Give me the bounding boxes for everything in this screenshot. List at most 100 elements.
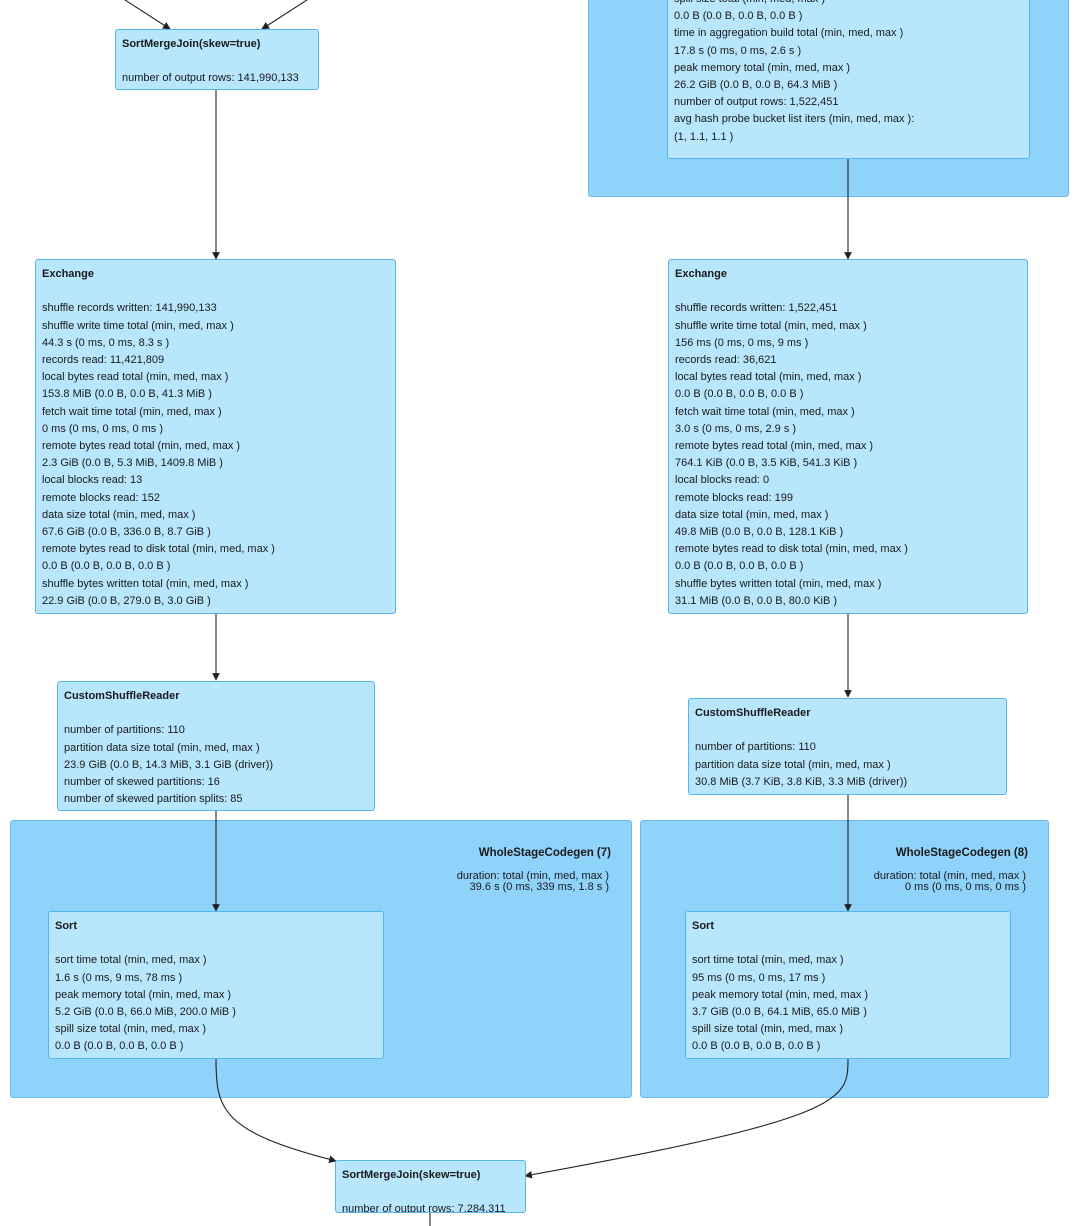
node-customshufflereader-right[interactable]: CustomShuffleReader number of partitions… bbox=[688, 698, 1007, 795]
cluster-title: WholeStageCodegen (7) bbox=[478, 847, 611, 859]
metric-line: partition data size total (min, med, max… bbox=[695, 758, 891, 771]
metric-line: peak memory total (min, med, max ) bbox=[692, 988, 869, 1001]
node-metrics: sort time total (min, med, max ) 95 ms (… bbox=[692, 952, 1004, 1055]
metric-line: time in aggregation build total (min, me… bbox=[674, 27, 904, 40]
metric-line: number of output rows: 1,522,451 bbox=[674, 96, 839, 109]
metric-line: data size total (min, med, max ) bbox=[675, 508, 829, 521]
metric-line: partition data size total (min, med, max… bbox=[64, 741, 260, 754]
node-exchange-right[interactable]: Exchange shuffle records written: 1,522,… bbox=[668, 259, 1028, 614]
metric-line: sort time total (min, med, max ) bbox=[55, 954, 207, 967]
metric-line: peak memory total (min, med, max ) bbox=[55, 988, 232, 1001]
node-metrics: number of partitions: 110 partition data… bbox=[695, 739, 1000, 791]
metric-line: 0.0 B (0.0 B, 0.0 B, 0.0 B ) bbox=[42, 560, 171, 573]
metric-line: records read: 11,421,809 bbox=[42, 354, 165, 366]
metric-line: shuffle records written: 1,522,451 bbox=[675, 302, 838, 315]
metric-line: spill size total (min, med, max ) bbox=[674, 0, 1023, 8]
metric-line: remote blocks read: 199 bbox=[675, 491, 794, 504]
metric-line: 3.0 s (0 ms, 0 ms, 2.9 s ) bbox=[675, 422, 797, 435]
node-title: CustomShuffleReader bbox=[64, 690, 180, 702]
node-title: Exchange bbox=[42, 268, 94, 280]
metric-line: shuffle write time total (min, med, max … bbox=[675, 319, 867, 332]
metric-line: data size total (min, med, max ) bbox=[42, 508, 196, 521]
metric-line: 0.0 B (0.0 B, 0.0 B, 0.0 B ) bbox=[692, 1040, 821, 1053]
metric-line: 30.8 MiB (3.7 KiB, 3.8 KiB, 3.3 MiB (dri… bbox=[695, 775, 908, 788]
metric-line: sort time total (min, med, max ) bbox=[692, 954, 844, 967]
metric-line: local bytes read total (min, med, max ) bbox=[675, 371, 862, 384]
metric-line: number of skewed partitions: 16 bbox=[64, 776, 220, 788]
metric-line: remote bytes read to disk total (min, me… bbox=[675, 543, 908, 556]
edge-in-left-to-smj-top bbox=[124, 0, 171, 30]
metric-line: local bytes read total (min, med, max ) bbox=[42, 371, 229, 384]
metric-line: number of output rows: 141,990,133 bbox=[122, 72, 299, 85]
metric-line: 1.6 s (0 ms, 9 ms, 78 ms ) bbox=[55, 971, 183, 984]
edge-smj-bottom-to-sort-right bbox=[524, 1058, 849, 1179]
metric-line: number of output rows: 7,284,311 bbox=[342, 1203, 506, 1213]
metric-line: shuffle write time total (min, med, max … bbox=[42, 319, 234, 332]
node-sort-left[interactable]: Sort sort time total (min, med, max ) 1.… bbox=[48, 911, 384, 1059]
metric-line: 0.0 B (0.0 B, 0.0 B, 0.0 B ) bbox=[675, 560, 804, 573]
metric-line: avg hash probe bucket list iters (min, m… bbox=[674, 113, 915, 126]
metric-line: fetch wait time total (min, med, max ) bbox=[675, 405, 855, 418]
metric-line: shuffle records written: 141,990,133 bbox=[42, 302, 217, 315]
metric-line: records read: 36,621 bbox=[675, 354, 777, 366]
metric-line: remote blocks read: 152 bbox=[42, 491, 161, 504]
node-metrics: spill size total (min, med, max ) 0.0 B … bbox=[674, 0, 1023, 146]
metric-line: 0.0 B (0.0 B, 0.0 B, 0.0 B ) bbox=[675, 388, 804, 401]
metric-line: 17.8 s (0 ms, 0 ms, 2.6 s ) bbox=[674, 44, 802, 57]
node-title: SortMergeJoin(skew=true) bbox=[342, 1169, 481, 1181]
metric-line: number of skewed partition splits: 85 bbox=[64, 793, 243, 806]
node-title: SortMergeJoin(skew=true) bbox=[122, 38, 261, 50]
metric-line: peak memory total (min, med, max ) bbox=[674, 61, 851, 74]
metric-line: local blocks read: 0 bbox=[675, 474, 770, 487]
edge-in-right-to-smj-top bbox=[261, 0, 308, 30]
node-sortmergejoin-bottom[interactable]: SortMergeJoin(skew=true) number of outpu… bbox=[335, 1160, 526, 1213]
metric-line: (1, 1.1, 1.1 ) bbox=[674, 130, 734, 143]
metric-line: shuffle bytes written total (min, med, m… bbox=[675, 577, 882, 590]
metric-line: 153.8 MiB (0.0 B, 0.0 B, 41.3 MiB ) bbox=[42, 388, 212, 401]
node-hashaggregate[interactable]: spill size total (min, med, max ) 0.0 B … bbox=[667, 0, 1030, 159]
node-title: CustomShuffleReader bbox=[695, 707, 811, 719]
metric-line: fetch wait time total (min, med, max ) bbox=[42, 405, 222, 418]
metric-line: number of partitions: 110 bbox=[64, 724, 185, 737]
node-metrics: number of output rows: 141,990,133 bbox=[122, 70, 312, 87]
node-title: Sort bbox=[692, 920, 714, 932]
metric-line: spill size total (min, med, max ) bbox=[692, 1023, 843, 1036]
metric-line: remote bytes read total (min, med, max ) bbox=[675, 440, 874, 453]
metric-line: 49.8 MiB (0.0 B, 0.0 B, 128.1 KiB ) bbox=[675, 526, 844, 539]
node-metrics: shuffle records written: 141,990,133 shu… bbox=[42, 300, 389, 610]
metric-line: 23.9 GiB (0.0 B, 14.3 MiB, 3.1 GiB (driv… bbox=[64, 758, 274, 771]
metric-line: remote bytes read total (min, med, max ) bbox=[42, 440, 241, 453]
node-metrics: number of output rows: 7,284,311 bbox=[342, 1201, 519, 1213]
metric-line: 44.3 s (0 ms, 0 ms, 8.3 s ) bbox=[42, 336, 170, 349]
node-metrics: number of partitions: 110 partition data… bbox=[64, 722, 368, 808]
node-sort-right[interactable]: Sort sort time total (min, med, max ) 95… bbox=[685, 911, 1011, 1059]
metric-line: local blocks read: 13 bbox=[42, 474, 143, 487]
metric-line: 31.1 MiB (0.0 B, 0.0 B, 80.0 KiB ) bbox=[675, 594, 838, 607]
node-metrics: shuffle records written: 1,522,451 shuff… bbox=[675, 300, 1021, 610]
metric-line: 0 ms (0 ms, 0 ms, 0 ms ) bbox=[42, 422, 164, 435]
node-sortmergejoin-top[interactable]: SortMergeJoin(skew=true) number of outpu… bbox=[115, 29, 319, 90]
edge-smj-bottom-to-sort-left bbox=[215, 1058, 337, 1164]
metric-line: spill size total (min, med, max ) bbox=[55, 1023, 206, 1036]
node-metrics: sort time total (min, med, max ) 1.6 s (… bbox=[55, 952, 377, 1055]
metric-line: number of partitions: 110 bbox=[695, 741, 816, 754]
metric-line: 0.0 B (0.0 B, 0.0 B, 0.0 B ) bbox=[674, 10, 803, 23]
metric-line: shuffle bytes written total (min, med, m… bbox=[42, 577, 249, 590]
node-customshufflereader-left[interactable]: CustomShuffleReader number of partitions… bbox=[57, 681, 375, 811]
cluster-metrics: duration: total (min, med, max ) 0 ms (0… bbox=[873, 870, 1026, 893]
metric-line: remote bytes read to disk total (min, me… bbox=[42, 543, 275, 556]
node-title: Exchange bbox=[675, 268, 727, 280]
metric-line: 26.2 GiB (0.0 B, 0.0 B, 64.3 MiB ) bbox=[674, 79, 838, 92]
node-exchange-left[interactable]: Exchange shuffle records written: 141,99… bbox=[35, 259, 396, 614]
metric-line: 156 ms (0 ms, 0 ms, 9 ms ) bbox=[675, 336, 809, 349]
metric-line: 764.1 KiB (0.0 B, 3.5 KiB, 541.3 KiB ) bbox=[675, 457, 858, 470]
metric-line: 2.3 GiB (0.0 B, 5.3 MiB, 1409.8 MiB ) bbox=[42, 457, 223, 470]
cluster-metrics: duration: total (min, med, max ) 39.6 s … bbox=[456, 870, 609, 893]
cluster-title: WholeStageCodegen (8) bbox=[895, 847, 1028, 859]
metric-line: 0.0 B (0.0 B, 0.0 B, 0.0 B ) bbox=[55, 1040, 184, 1053]
node-title: Sort bbox=[55, 920, 77, 932]
metric-line: 22.9 GiB (0.0 B, 279.0 B, 3.0 GiB ) bbox=[42, 594, 211, 607]
metric-line: 3.7 GiB (0.0 B, 64.1 MiB, 65.0 MiB ) bbox=[692, 1006, 867, 1018]
metric-line: 67.6 GiB (0.0 B, 336.0 B, 8.7 GiB ) bbox=[42, 526, 211, 539]
